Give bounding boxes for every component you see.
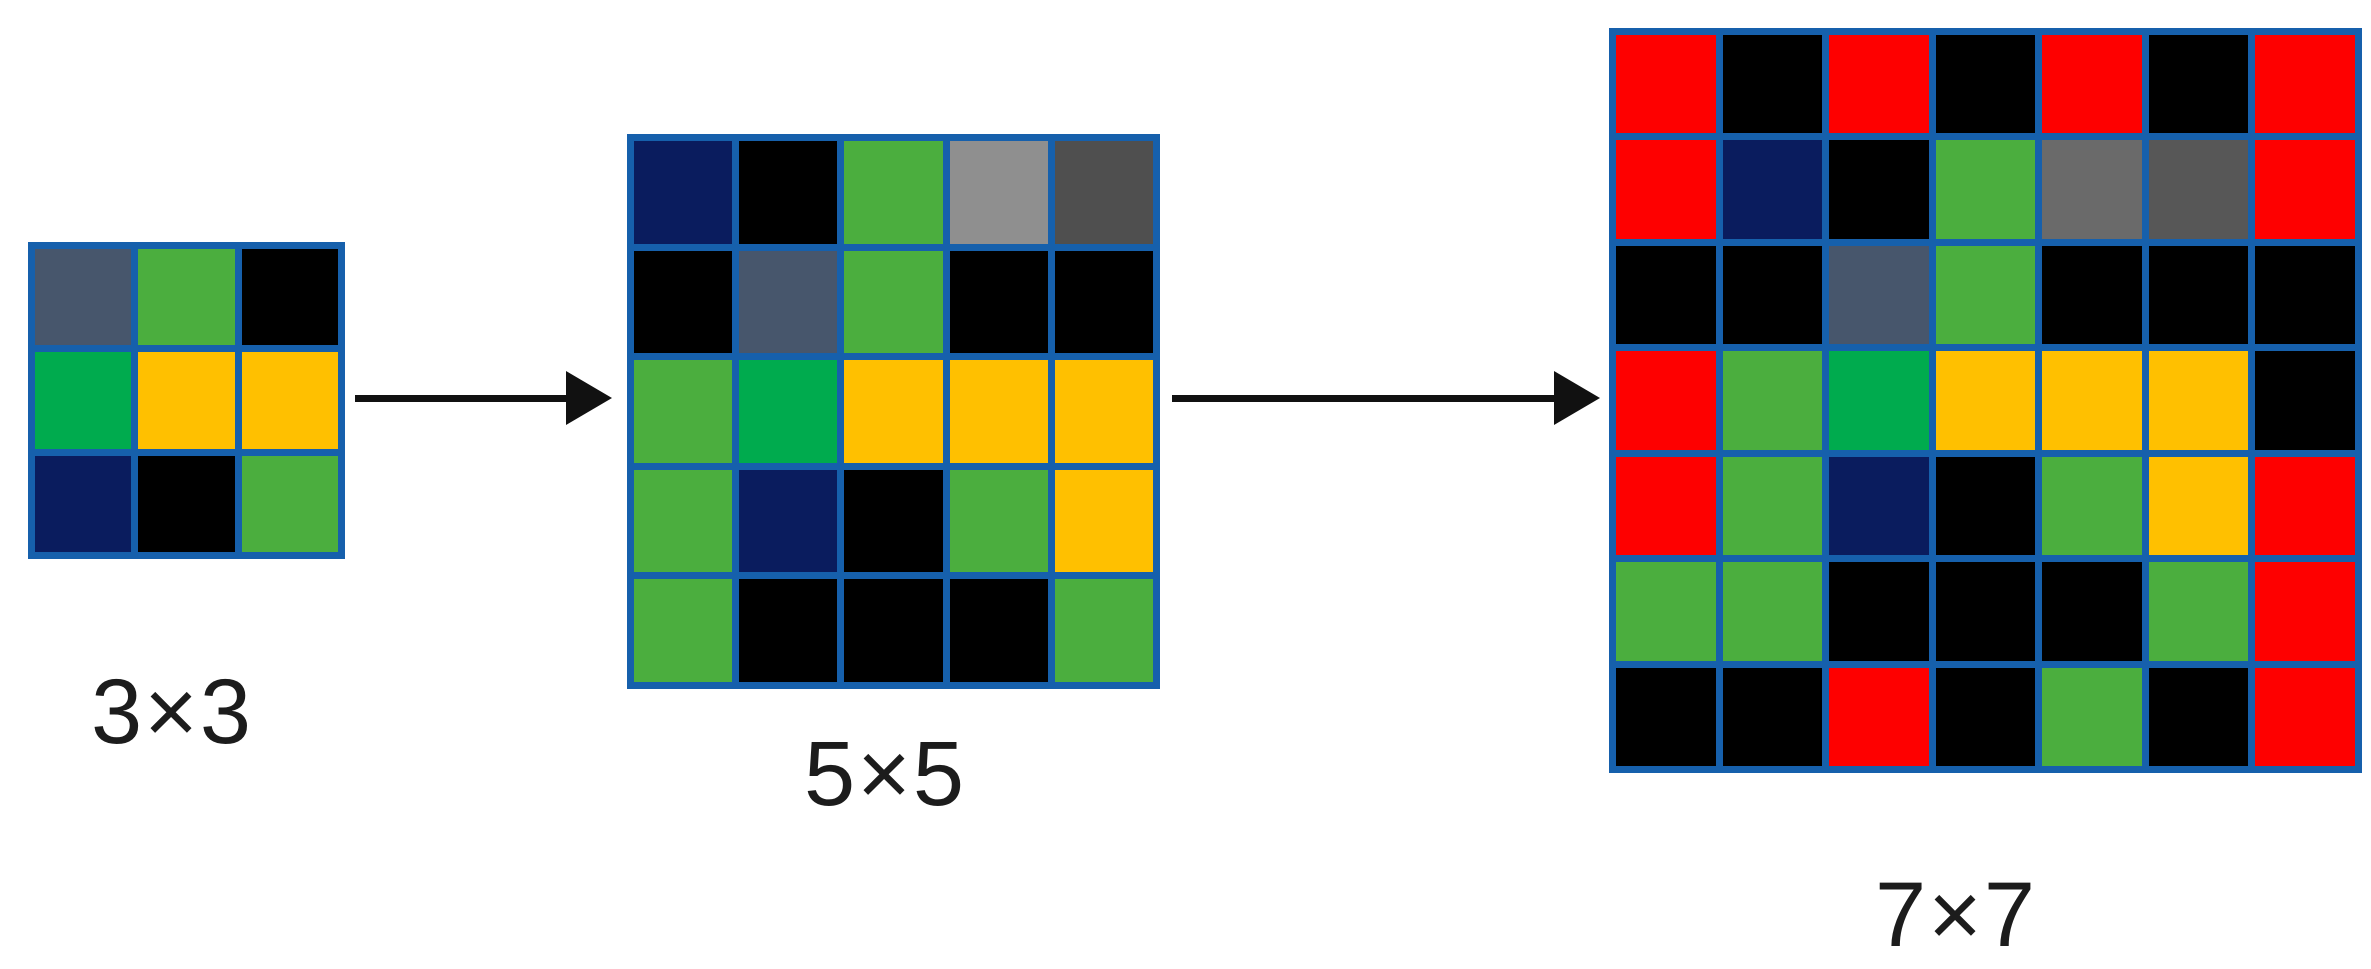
grid-cell-black [739,141,838,244]
grid-cell-slate [1829,245,1929,345]
grid-cell-red [1616,35,1716,134]
arrow-head-icon [1554,371,1600,425]
grid-cell-black [739,579,838,682]
arrow-right-icon [1172,371,1600,425]
grid-cell-green [634,579,733,682]
grid-cell-green [634,469,733,573]
grid-cell-red [1616,351,1716,450]
grid-cell-green [634,360,733,463]
grid-cell-emerald [35,352,132,449]
grid-cell-black [2255,351,2355,450]
grid-cell-red [2042,35,2142,134]
grid-cell-green [2148,562,2249,661]
grid-cell-black [2148,667,2249,766]
arrow-shaft [355,394,566,402]
grid-cell-black [1935,562,2036,661]
arrow-head-icon [566,371,612,425]
grid-cell-green [241,455,338,552]
grid-cell-navy [1829,456,1929,556]
grid-cell-amber [2148,351,2249,450]
grid-cell-slate [739,250,838,354]
grid-cell-black [1722,667,1823,766]
grid-cell-amber [1054,360,1153,463]
grid-3x3-label: 3×3 [90,661,254,763]
grid-cell-gray-dark [1054,141,1153,244]
grid-cell-green [844,141,943,244]
grid-cell-black [1722,245,1823,345]
grid-cell-navy [1722,140,1823,239]
grid-7x7 [1609,28,2362,773]
grid-5x5 [627,134,1160,689]
grid-3x3 [28,242,345,559]
arrow-right-icon [355,371,612,425]
grid-cell-black [949,579,1048,682]
grid-cell-slate [35,249,132,346]
grid-cell-amber [844,360,943,463]
grid-cell-black [138,455,235,552]
grid-cell-green [1935,245,2036,345]
grid-cell-green [2042,456,2142,556]
grid-cell-green [2042,667,2142,766]
grid-cell-black [2042,245,2142,345]
grid-cell-amber [241,352,338,449]
grid-cell-gray-light [949,141,1048,244]
grid-cell-red [2255,667,2355,766]
grid-cell-black [949,250,1048,354]
grid-cell-amber [1054,469,1153,573]
grid-cell-red [1829,35,1929,134]
grid-cell-red [2255,562,2355,661]
grid-cell-black [1935,667,2036,766]
grid-cell-black [1616,667,1716,766]
grid-cell-emerald [739,360,838,463]
grid-cell-black [844,579,943,682]
grid-cell-black [1616,245,1716,345]
grid-cell-black [1722,35,1823,134]
grid-cell-green [1722,456,1823,556]
grid-cell-green [1722,562,1823,661]
grid-cell-amber [1935,351,2036,450]
grid-cell-emerald [1829,351,1929,450]
grid-cell-green [949,469,1048,573]
grid-cell-red [1616,456,1716,556]
grid-cell-red [2255,140,2355,239]
grid-cell-black [634,250,733,354]
grid-cell-black [1935,456,2036,556]
grid-cell-amber [949,360,1048,463]
grid-5x5-label: 5×5 [803,723,967,825]
grid-cell-green [1722,351,1823,450]
grid-cell-black [1829,562,1929,661]
grid-cell-red [1616,140,1716,239]
grid-cell-black [1054,250,1153,354]
grid-cell-green [138,249,235,346]
grid-cell-black [844,469,943,573]
grid-cell-navy [35,455,132,552]
grid-cell-red [1829,667,1929,766]
grid-cell-black [2255,245,2355,345]
grid-cell-amber [2042,351,2142,450]
grid-cell-amber [138,352,235,449]
grid-7x7-label: 7×7 [1874,864,2038,966]
grid-cell-green [844,250,943,354]
grid-cell-gray-mid-dark [2148,140,2249,239]
grid-cell-gray-mid-light [2042,140,2142,239]
grid-cell-green [1054,579,1153,682]
grid-cell-navy [634,141,733,244]
grid-cell-green [1616,562,1716,661]
grid-cell-black [1829,140,1929,239]
grid-cell-black [2042,562,2142,661]
grid-cell-navy [739,469,838,573]
grid-cell-red [2255,35,2355,134]
arrow-shaft [1172,394,1554,402]
grid-cell-amber [2148,456,2249,556]
grid-cell-red [2255,456,2355,556]
grid-cell-black [1935,35,2036,134]
grid-cell-black [2148,245,2249,345]
grid-cell-green [1935,140,2036,239]
grid-cell-black [241,249,338,346]
grid-cell-black [2148,35,2249,134]
